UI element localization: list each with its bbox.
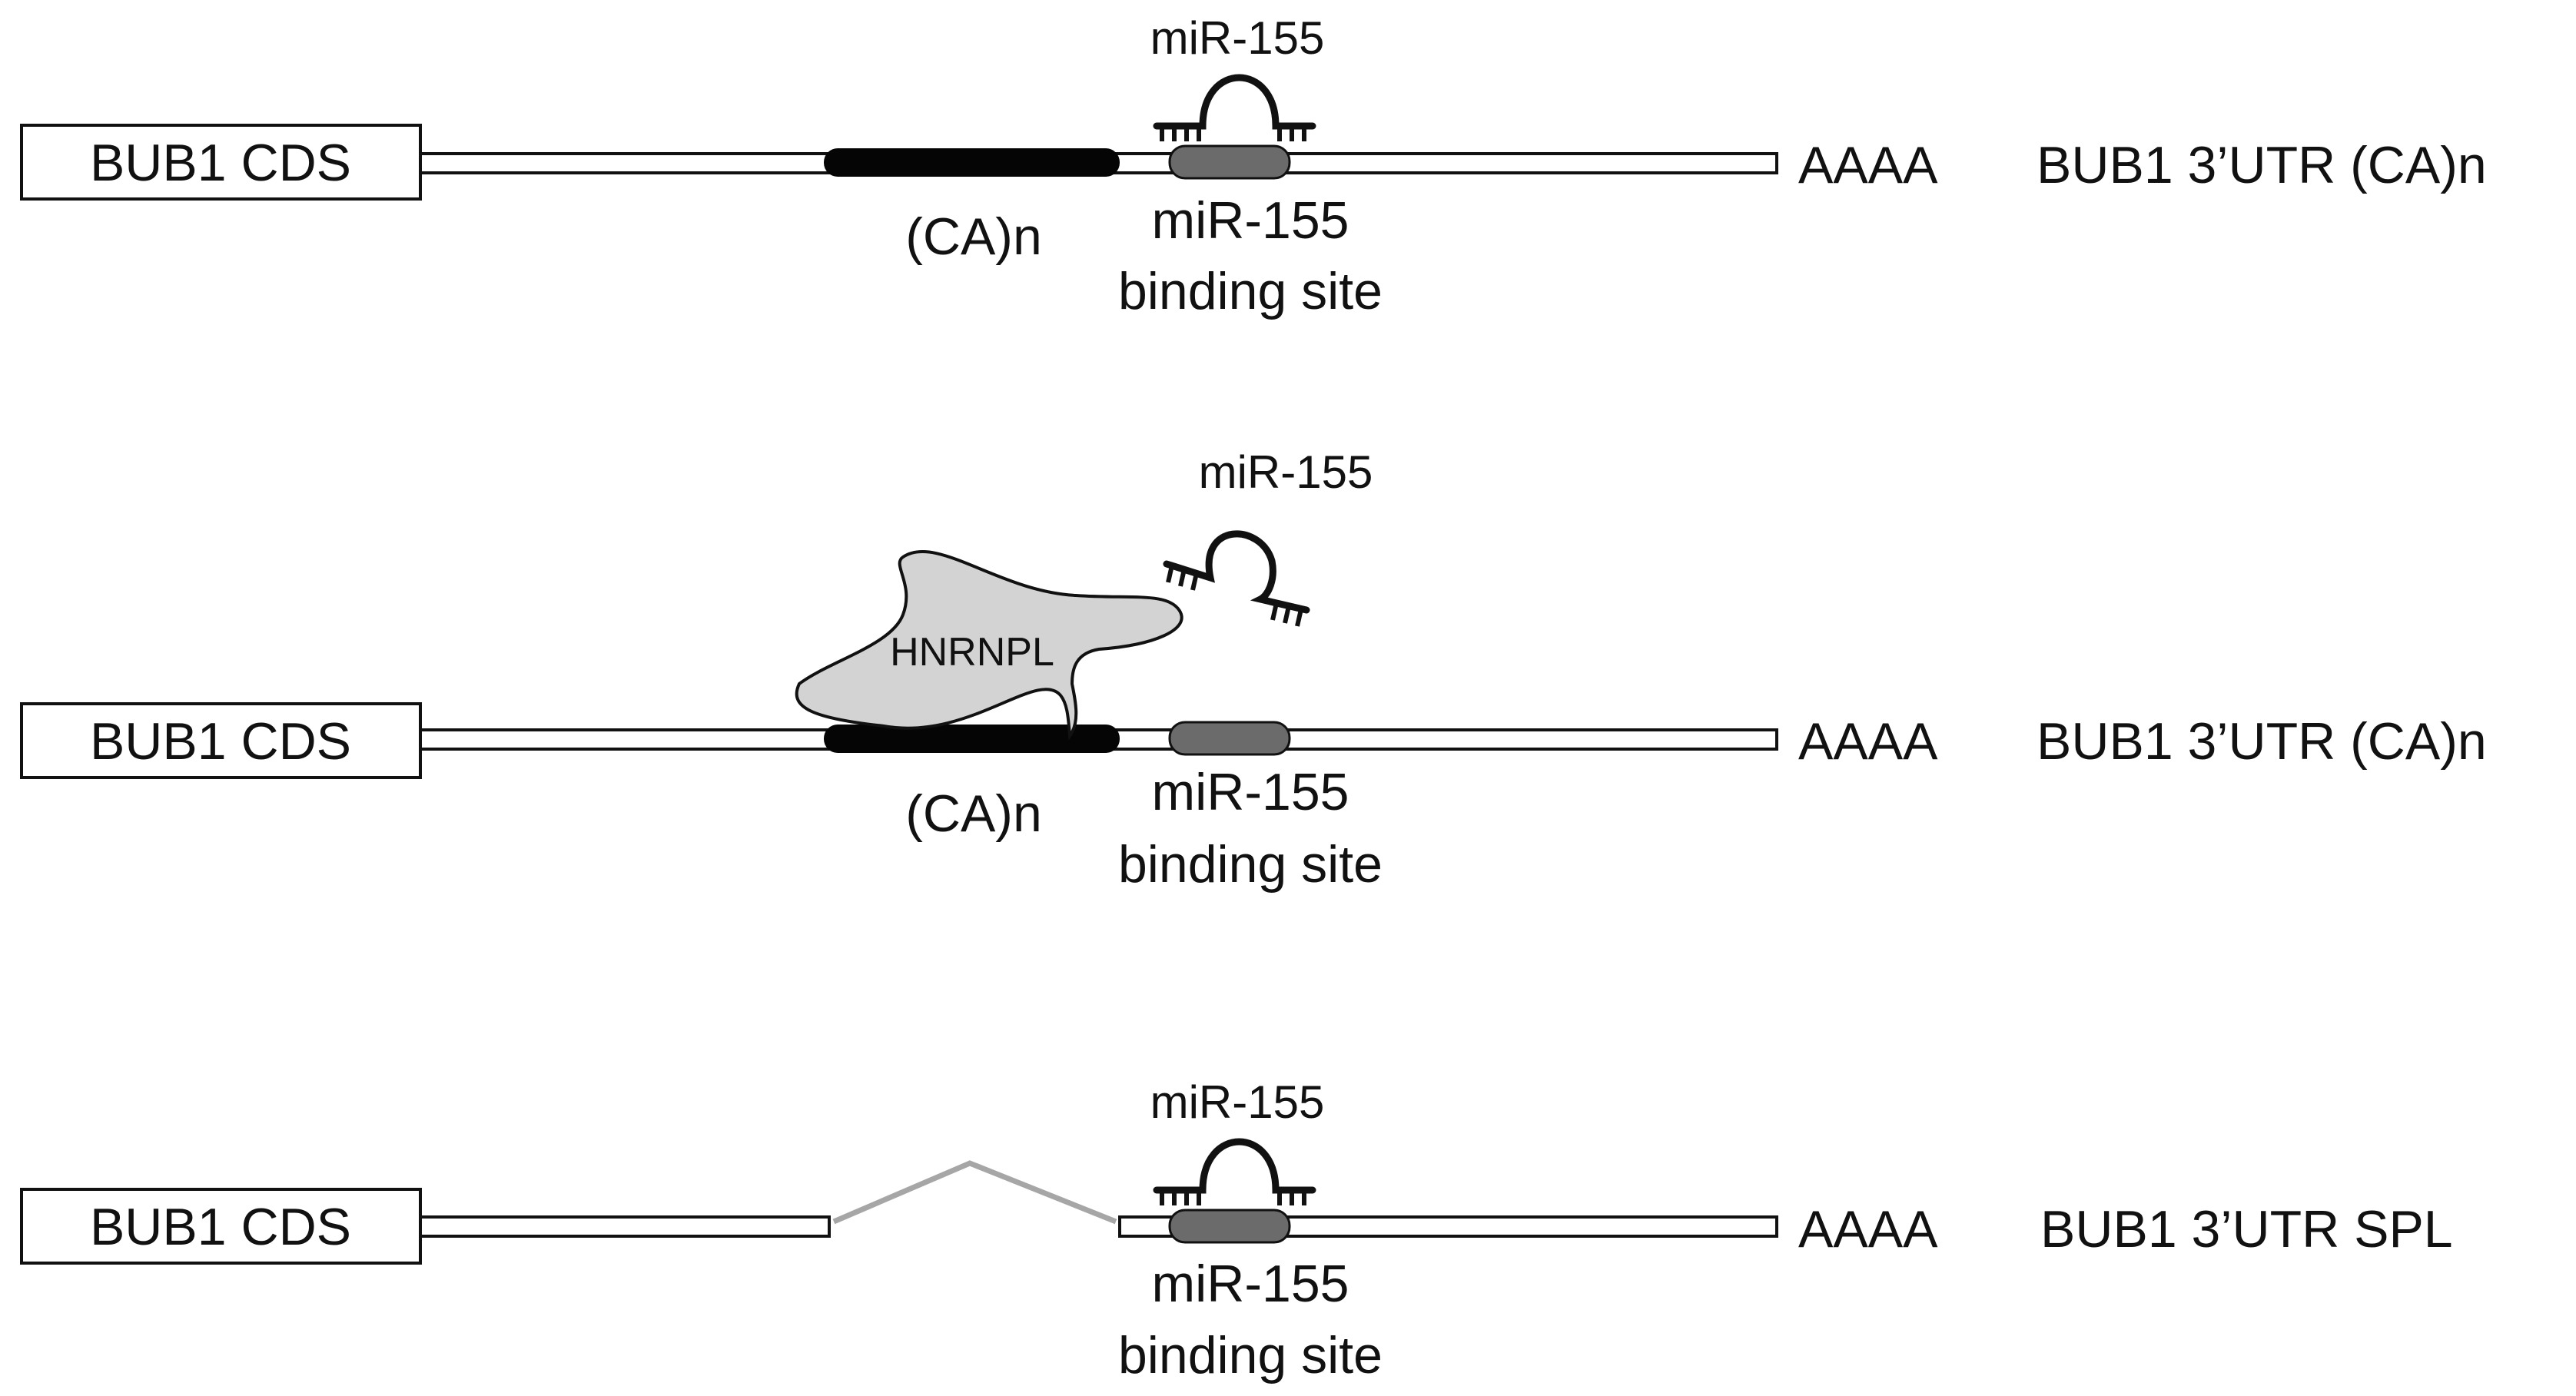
ca-repeat-label: (CA)n [905, 207, 1042, 266]
cds-label: BUB1 CDS [90, 134, 351, 192]
hnrnpl-protein [795, 549, 1183, 741]
mirna-displaced [1163, 530, 1310, 627]
cds-box [20, 124, 422, 201]
cds-label: BUB1 CDS [90, 712, 351, 771]
polya-tail: AAAA [1798, 136, 1938, 194]
cds-box [20, 702, 422, 779]
construct-label: BUB1 3’UTR SPL [2040, 1200, 2453, 1258]
mir155-binding-site [1168, 1209, 1291, 1244]
binding-site-label: miR-155 [1152, 763, 1349, 821]
mirna-label: miR-155 [1199, 446, 1373, 498]
polya-tail: AAAA [1798, 712, 1938, 771]
mir155-binding-site [1168, 144, 1291, 180]
mirna-hairpin [1153, 74, 1316, 141]
binding-site-label: miR-155 [1152, 191, 1349, 250]
mirna-label: miR-155 [1150, 1076, 1325, 1128]
utr-strand-upstream [419, 1215, 831, 1238]
hnrnpl-label: HNRNPL [890, 630, 1054, 675]
panel-1: BUB1 CDS miR-155 AAAA BUB1 3’UTR (CA)n (… [20, 12, 2487, 320]
polya-tail: AAAA [1798, 1200, 1938, 1258]
ca-repeat [824, 148, 1120, 177]
construct-label: BUB1 3’UTR (CA)n [2037, 712, 2487, 771]
binding-site-label: miR-155 [1152, 1255, 1349, 1313]
mirna-label: miR-155 [1150, 12, 1325, 64]
construct-label: BUB1 3’UTR (CA)n [2037, 136, 2487, 194]
binding-site-label-line2: binding site [1118, 835, 1383, 894]
binding-site-label-line2: binding site [1118, 1326, 1383, 1384]
mir155-binding-site [1168, 721, 1291, 756]
mirna-hairpin [1153, 1138, 1316, 1205]
binding-site-label-line2: binding site [1118, 262, 1383, 320]
panel-2: BUB1 CDS HNRNPL miR-155 AAAA BUB1 3’UTR … [20, 446, 2487, 894]
spliced-intron [832, 1160, 1117, 1225]
ca-repeat [824, 725, 1120, 753]
ca-repeat-label: (CA)n [905, 784, 1042, 843]
panel-3: BUB1 CDS miR-155 AAAA BUB1 3’UTR SPL miR… [20, 1076, 2453, 1384]
cds-label: BUB1 CDS [90, 1198, 351, 1256]
